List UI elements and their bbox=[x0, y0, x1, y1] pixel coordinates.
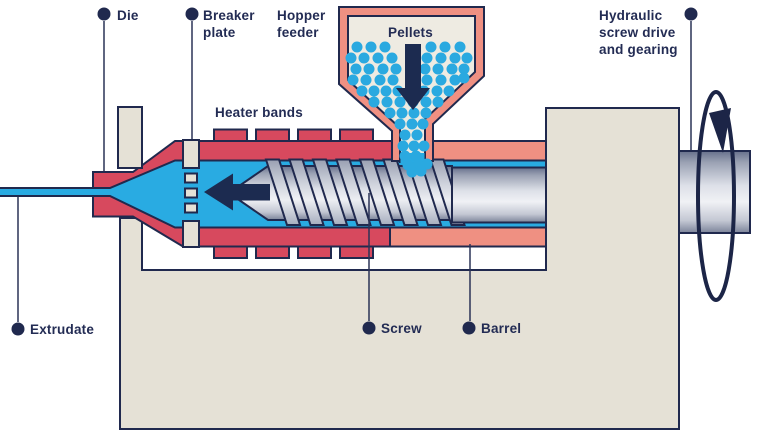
screw-label: Screw bbox=[381, 321, 422, 336]
pellets-label: Pellets bbox=[388, 25, 433, 40]
rotation-arrow-icon bbox=[696, 90, 736, 302]
heater-bands-label: Heater bands bbox=[215, 105, 303, 120]
feed-arrow-icon bbox=[396, 44, 430, 110]
pellets-group bbox=[345, 41, 473, 178]
drive-shaft bbox=[678, 150, 751, 234]
heater-bands bbox=[213, 128, 374, 259]
barrel-bottom-right bbox=[387, 225, 547, 248]
hopper-feeder-label: Hopper feeder bbox=[277, 8, 326, 40]
die-label: Die bbox=[117, 8, 139, 23]
hopper bbox=[338, 6, 485, 178]
breaker-plate-dot bbox=[185, 7, 199, 21]
label-dots bbox=[11, 7, 698, 336]
extrudate-label: Extrudate bbox=[30, 322, 95, 337]
breaker-plate bbox=[182, 139, 200, 248]
die-clamp-block bbox=[117, 106, 143, 169]
breaker-plate-label: Breaker plate bbox=[203, 8, 255, 40]
melt-flow-arrow-icon bbox=[204, 173, 270, 211]
barrel-label: Barrel bbox=[481, 321, 522, 336]
die-dot bbox=[97, 7, 111, 21]
screw-dot bbox=[362, 321, 376, 335]
leader-lines bbox=[17, 21, 471, 322]
machine-base bbox=[119, 107, 680, 430]
hydraulic-label: Hydraulic screw drive and gearing bbox=[599, 8, 678, 57]
screw-shank bbox=[451, 166, 547, 224]
extrudate-dot bbox=[11, 322, 25, 336]
barrel-dot bbox=[462, 321, 476, 335]
hydraulic-dot bbox=[684, 7, 698, 21]
barrel-top-right bbox=[429, 140, 547, 163]
